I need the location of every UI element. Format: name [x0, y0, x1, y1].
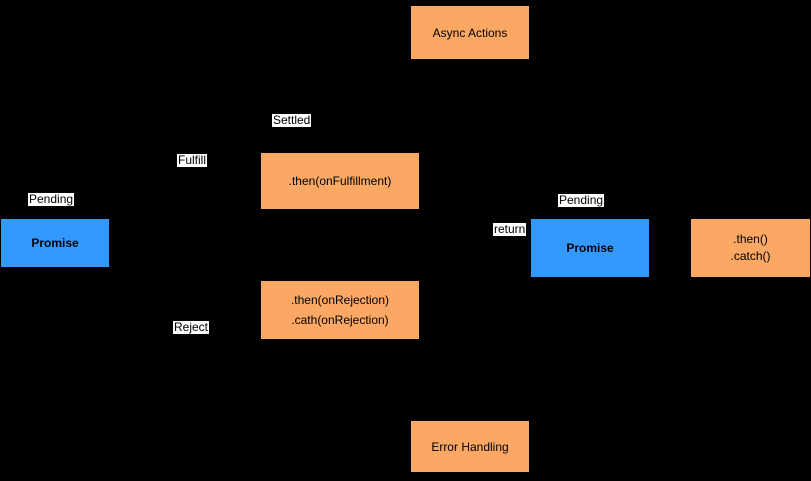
- edge-label-fulfill: Fulfill: [177, 153, 208, 167]
- node-then-catch: .then() .catch(): [690, 218, 811, 278]
- node-error-handling: Error Handling: [410, 420, 530, 473]
- node-error-handling-label: Error Handling: [431, 439, 509, 454]
- node-async-actions-label: Async Actions: [432, 25, 508, 40]
- node-then-cath-onrejection: .then(onRejection) .cath(onRejection): [260, 280, 420, 340]
- node-promise-left: Promise: [0, 218, 110, 268]
- node-then-onrejection-line1: .then(onRejection): [290, 293, 390, 307]
- node-promise-right-label: Promise: [566, 241, 614, 255]
- edge-label-return: return: [493, 222, 527, 236]
- edge-label-reject: Reject: [173, 320, 210, 334]
- node-promise-right: Promise: [530, 218, 650, 278]
- node-catch-line2: .catch(): [730, 249, 771, 263]
- node-then-onfulfillment: .then(onFulfillment): [260, 152, 420, 210]
- node-cath-onrejection-line2: .cath(onRejection): [291, 313, 389, 327]
- edge-label-settled: Settled: [272, 113, 312, 127]
- node-async-actions: Async Actions: [410, 5, 530, 60]
- node-then-onfulfillment-label: .then(onFulfillment): [288, 174, 392, 188]
- node-promise-left-label: Promise: [31, 236, 79, 250]
- edge-label-pending-right: Pending: [558, 193, 605, 207]
- edge-label-pending-left: Pending: [28, 192, 75, 206]
- node-then-line1: .then(): [733, 232, 768, 246]
